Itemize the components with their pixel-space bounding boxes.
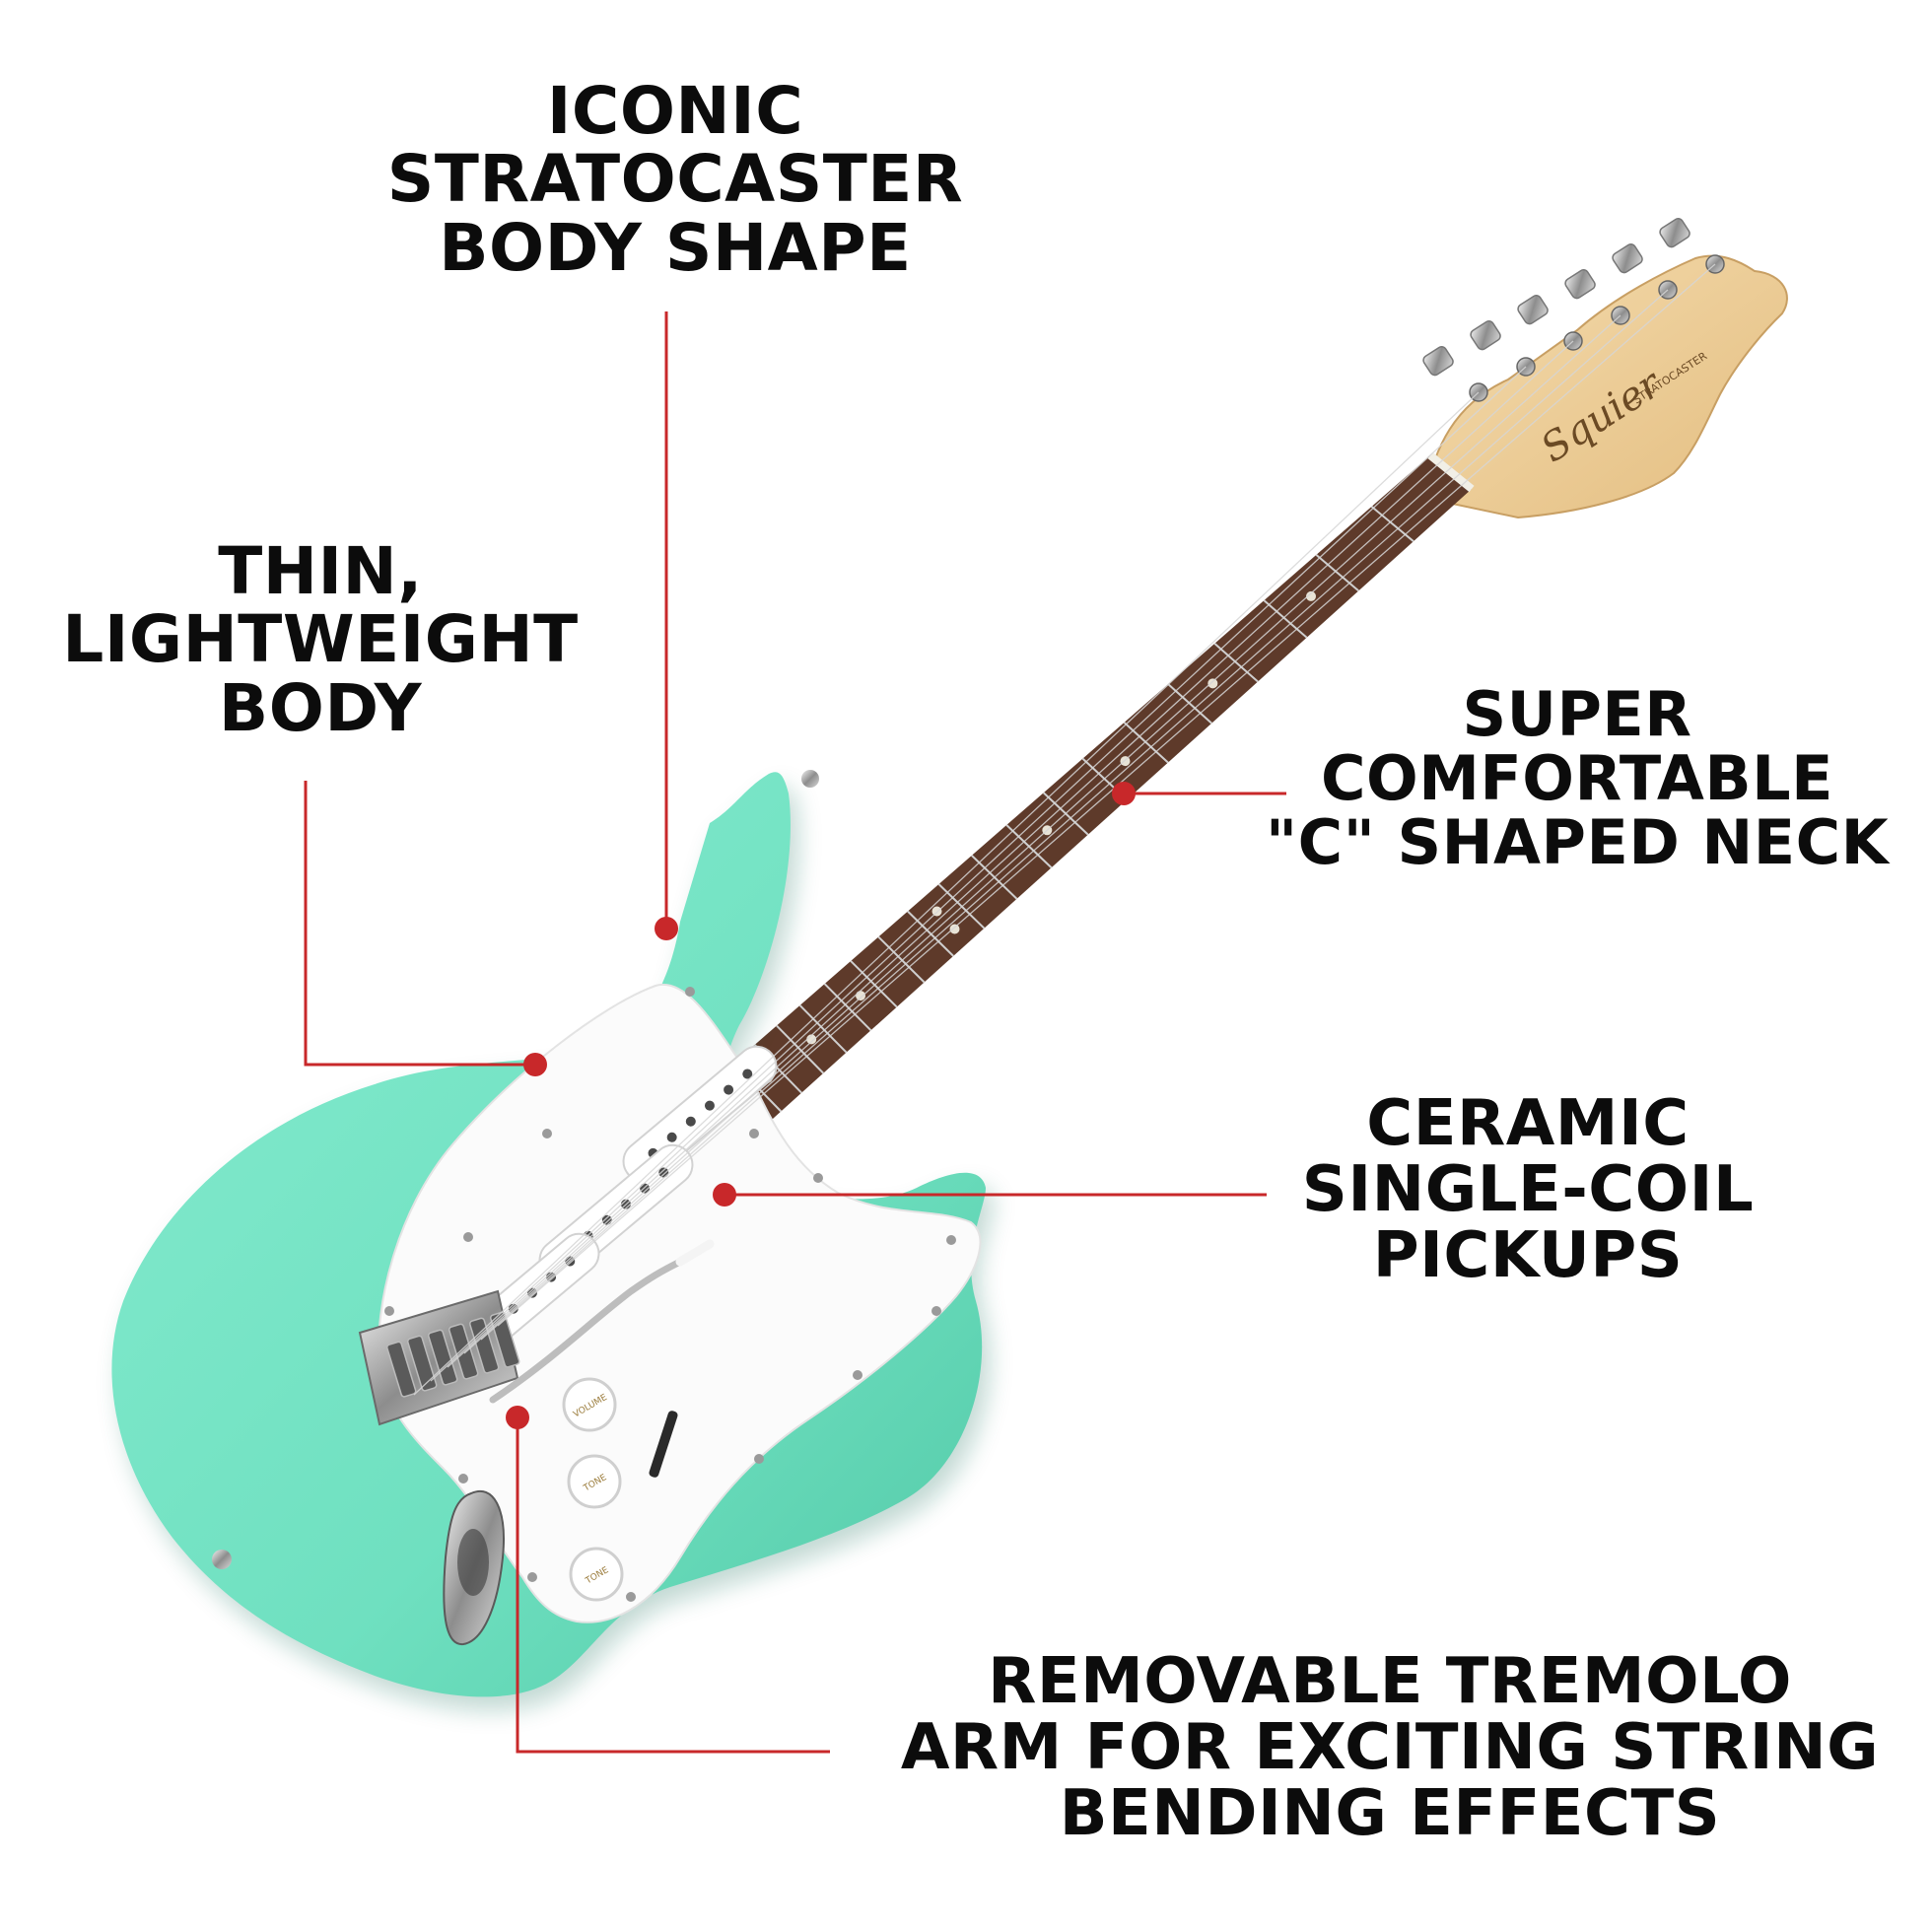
callout-line: BODY	[218, 669, 423, 746]
screw	[384, 1306, 394, 1316]
fret	[1315, 554, 1359, 592]
tuner-key	[1470, 320, 1501, 351]
fret	[1370, 506, 1414, 542]
leader-line-lightweight	[304, 781, 535, 1067]
string	[463, 314, 1622, 1354]
inlay-dot	[1306, 590, 1317, 601]
callout-neck: SUPER COMFORTABLE "C" SHAPED NECK	[1232, 682, 1922, 874]
fret	[1123, 722, 1169, 764]
screw	[527, 1572, 537, 1582]
screw	[813, 1173, 823, 1183]
callout-line: COMFORTABLE	[1321, 742, 1833, 815]
inlay-dot	[806, 1034, 817, 1045]
pole-piece	[666, 1132, 677, 1142]
callout-body-shape: ICONIC STRATOCASTER BODY SHAPE	[340, 77, 1010, 282]
fret	[798, 1004, 848, 1054]
pole-piece	[658, 1167, 669, 1178]
fret	[877, 935, 926, 984]
callout-tremolo-arm: REMOVABLE TREMOLO ARM FOR EXCITING STRIN…	[867, 1645, 1912, 1851]
callout-line: LIGHTWEIGHT	[62, 601, 579, 678]
pole-piece	[724, 1084, 734, 1095]
control-knob	[569, 1547, 624, 1602]
string	[430, 366, 1527, 1382]
strings	[413, 263, 1716, 1396]
screw	[458, 1474, 468, 1484]
fret	[823, 983, 872, 1031]
control-knob	[567, 1454, 622, 1509]
inlay-dot	[949, 924, 960, 934]
saddle	[385, 1341, 417, 1398]
callout-pickups: CERAMIC SINGLE-COIL PICKUPS	[1252, 1087, 1804, 1293]
screw	[946, 1235, 956, 1245]
screw	[749, 1129, 759, 1138]
callout-line: THIN,	[218, 533, 423, 609]
callout-line: SINGLE-COIL	[1301, 1153, 1755, 1227]
leader-dot-tremolo	[506, 1406, 529, 1429]
fret	[776, 1024, 824, 1074]
saddle	[468, 1317, 500, 1374]
tuner-key	[1564, 269, 1596, 300]
leader-dot-neck	[1112, 782, 1136, 805]
callout-line: SUPER	[1462, 678, 1692, 750]
screw	[542, 1129, 552, 1138]
fret	[907, 910, 954, 957]
callout-line: REMOVABLE TREMOLO	[988, 1645, 1792, 1718]
leader-dot-pickups	[713, 1183, 736, 1207]
callout-line: ICONIC	[546, 73, 804, 149]
callout-line: STRATOCASTER	[386, 141, 964, 218]
leader-lines	[304, 311, 1286, 1754]
pole-piece	[685, 1116, 696, 1127]
fret	[1213, 643, 1259, 683]
control-knob	[562, 1377, 617, 1432]
callout-lightweight-body: THIN, LIGHTWEIGHT BODY	[34, 537, 606, 742]
inlay-dot	[1208, 678, 1218, 689]
fret	[1263, 599, 1308, 639]
screw	[853, 1370, 862, 1380]
saddle	[406, 1335, 438, 1392]
string	[447, 340, 1574, 1368]
pickguard-screws	[384, 987, 956, 1602]
leader-dots	[506, 782, 1136, 1429]
saddle	[427, 1329, 458, 1386]
screw	[626, 1592, 636, 1602]
callout-line: BODY SHAPE	[439, 209, 912, 286]
leader-dot-lightweight	[523, 1053, 547, 1076]
saddle	[489, 1311, 520, 1368]
string	[497, 263, 1716, 1327]
inlay-dot	[856, 991, 866, 1001]
pole-piece	[704, 1100, 715, 1111]
screw	[685, 987, 695, 997]
string	[480, 289, 1669, 1341]
tuner-key	[1517, 295, 1549, 325]
pole-piece	[742, 1069, 753, 1079]
callout-line: BENDING EFFECTS	[1059, 1777, 1721, 1851]
callout-line: ARM FOR EXCITING STRING	[900, 1711, 1880, 1785]
output-jack	[443, 1489, 505, 1646]
screw	[932, 1306, 941, 1316]
tuner-key	[1612, 243, 1643, 274]
tremolo-arm	[489, 1258, 684, 1404]
screw	[754, 1454, 764, 1464]
callout-line: "C" SHAPED NECK	[1265, 806, 1890, 879]
screw	[463, 1232, 473, 1242]
leader-line-tremolo	[516, 1417, 830, 1754]
leader-dot-body-shape	[655, 917, 678, 940]
callout-line: PICKUPS	[1372, 1219, 1684, 1293]
string	[413, 391, 1480, 1396]
callout-line: CERAMIC	[1366, 1087, 1690, 1160]
tuner-key	[1422, 346, 1454, 377]
fret	[850, 960, 898, 1008]
tuner-key	[1659, 218, 1690, 248]
